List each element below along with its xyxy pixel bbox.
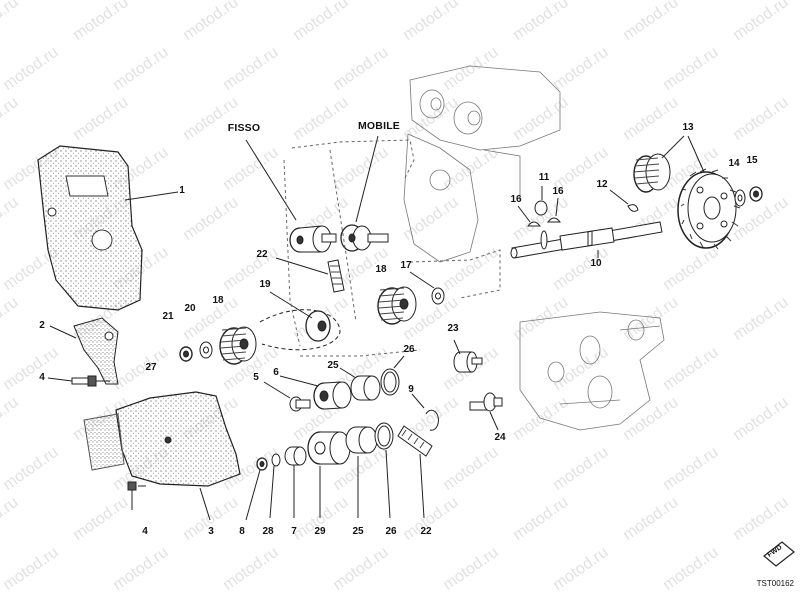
callout-27: 27 bbox=[145, 362, 157, 373]
pulley-part-19 bbox=[259, 291, 341, 351]
fixed-idler-part bbox=[245, 139, 337, 253]
callout-26-lower: 26 bbox=[385, 526, 397, 537]
washer-part-14 bbox=[734, 189, 746, 207]
pulley-part-18-center bbox=[377, 286, 417, 325]
nut-part-21 bbox=[179, 346, 193, 362]
callout-19: 19 bbox=[259, 279, 271, 290]
drawing-code: TST00162 bbox=[756, 579, 794, 588]
spacer-part-25-upper bbox=[339, 367, 381, 401]
mobile-idler-part bbox=[340, 135, 389, 252]
camshaft-part-10 bbox=[510, 221, 663, 259]
lower-cover-part bbox=[83, 391, 241, 521]
pulley-part-18-left bbox=[219, 326, 257, 365]
spacer-part-25-lower bbox=[345, 426, 378, 518]
belt-segment-upper bbox=[275, 257, 345, 293]
nut-part-8 bbox=[245, 457, 268, 521]
key-part-11 bbox=[534, 186, 548, 216]
callout-mobile: MOBILE bbox=[357, 120, 401, 132]
callout-22-lower: 22 bbox=[420, 526, 432, 537]
callout-17: 17 bbox=[400, 260, 412, 271]
callout-16-left: 16 bbox=[510, 194, 522, 205]
callout-25-upper: 25 bbox=[327, 360, 339, 371]
pin-part-24 bbox=[469, 392, 503, 431]
tensioner-part-23 bbox=[453, 339, 483, 373]
screw-part-lower bbox=[127, 481, 146, 510]
callout-18-center: 18 bbox=[375, 264, 387, 275]
callout-14: 14 bbox=[728, 158, 740, 169]
callout-25-lower: 25 bbox=[352, 526, 364, 537]
callout-15: 15 bbox=[746, 155, 758, 166]
circlip-part-9 bbox=[411, 393, 439, 431]
key-part-12 bbox=[609, 189, 639, 212]
callout-18-left: 18 bbox=[212, 295, 224, 306]
belt-segment-lower bbox=[397, 425, 433, 519]
washer-part-28 bbox=[269, 453, 281, 519]
callout-24: 24 bbox=[494, 432, 506, 443]
callout-28: 28 bbox=[262, 526, 274, 537]
callout-2: 2 bbox=[39, 320, 45, 331]
callout-7: 7 bbox=[291, 526, 297, 537]
callout-3: 3 bbox=[208, 526, 214, 537]
pulley-part-6 bbox=[279, 375, 352, 410]
callout-23: 23 bbox=[447, 323, 459, 334]
callout-9: 9 bbox=[408, 384, 414, 395]
callout-22-upper: 22 bbox=[256, 249, 268, 260]
callout-11: 11 bbox=[538, 172, 550, 183]
callout-20: 20 bbox=[184, 303, 196, 314]
callout-13: 13 bbox=[682, 122, 694, 133]
callout-8: 8 bbox=[239, 526, 245, 537]
callout-5: 5 bbox=[253, 372, 259, 383]
belt-path-outline bbox=[283, 139, 501, 357]
nut-part-15 bbox=[749, 186, 763, 202]
ring-part-26-upper bbox=[380, 355, 405, 396]
cam-gear-part-13 bbox=[633, 135, 741, 250]
callout-fisso: FISSO bbox=[227, 122, 261, 134]
washer-part-17 bbox=[409, 271, 445, 305]
screw-part-upper bbox=[47, 375, 110, 387]
callout-10: 10 bbox=[590, 258, 602, 269]
cylinder-head-background bbox=[403, 65, 561, 263]
callout-29: 29 bbox=[314, 526, 326, 537]
fwd-arrow-icon bbox=[763, 541, 795, 567]
bracket-part bbox=[49, 317, 119, 385]
callout-6: 6 bbox=[273, 367, 279, 378]
engine-block-background bbox=[519, 311, 665, 431]
callout-16-right: 16 bbox=[552, 186, 564, 197]
callout-4-lower: 4 bbox=[142, 526, 148, 537]
timing-cover-part bbox=[37, 145, 179, 311]
bolt-part-5 bbox=[263, 381, 311, 412]
callout-1: 1 bbox=[179, 185, 185, 196]
pulley-part-29 bbox=[307, 431, 351, 518]
callout-4-upper: 4 bbox=[39, 372, 45, 383]
key-part-16-left bbox=[517, 205, 542, 227]
callout-12: 12 bbox=[596, 179, 608, 190]
key-part-16-right bbox=[546, 197, 562, 223]
washer-part-20 bbox=[199, 341, 213, 359]
spacer-part-7 bbox=[284, 446, 307, 518]
ring-part-26-lower bbox=[374, 422, 394, 519]
callout-21: 21 bbox=[162, 311, 174, 322]
callout-26-upper: 26 bbox=[403, 344, 415, 355]
